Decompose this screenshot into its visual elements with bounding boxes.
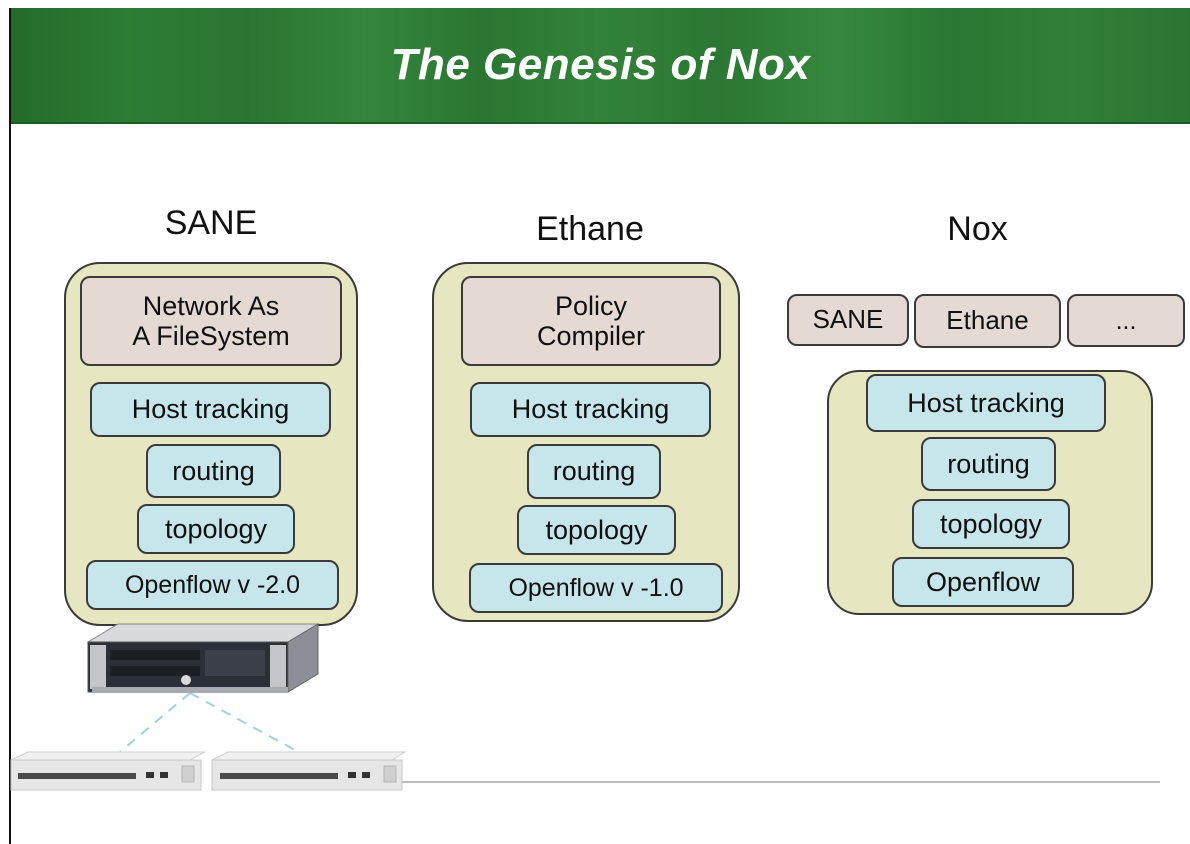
nox-topology-box: topology <box>912 499 1070 549</box>
nox-app-more-box: ... <box>1067 294 1185 347</box>
ethane-policy-compiler-box: Policy Compiler <box>461 276 721 366</box>
controller-link-lines <box>119 692 296 753</box>
ethane-host-tracking-box: Host tracking <box>470 382 711 437</box>
sane-filesystem-box: Network As A FileSystem <box>80 276 342 366</box>
network-link-line <box>390 781 1160 783</box>
sane-host-tracking-box: Host tracking <box>90 382 331 437</box>
network-switch-2-icon <box>211 751 407 791</box>
nox-routing-box: routing <box>921 437 1056 491</box>
sane-topology-box: topology <box>137 504 295 554</box>
nox-app-ethane-box: Ethane <box>914 294 1061 348</box>
ethane-routing-box: routing <box>527 444 661 499</box>
slide-top-border <box>9 0 1190 8</box>
sane-routing-box: routing <box>146 444 281 498</box>
ethane-openflow-box: Openflow v -1.0 <box>469 563 723 613</box>
ethane-title: Ethane <box>536 210 644 248</box>
sane-title: SANE <box>164 204 258 242</box>
title-banner: The Genesis of Nox <box>11 8 1190 124</box>
ethane-topology-box: topology <box>517 505 676 555</box>
nox-host-tracking-box: Host tracking <box>866 374 1106 432</box>
nox-app-sane-box: SANE <box>787 294 909 346</box>
controller-server-icon <box>86 623 320 693</box>
sane-openflow-box: Openflow v -2.0 <box>86 560 339 610</box>
slide-left-border <box>9 8 11 844</box>
nox-title: Nox <box>947 210 1008 248</box>
slide-title: The Genesis of Nox <box>390 40 811 89</box>
network-switch-1-icon <box>10 751 206 791</box>
nox-openflow-box: Openflow <box>892 557 1074 607</box>
